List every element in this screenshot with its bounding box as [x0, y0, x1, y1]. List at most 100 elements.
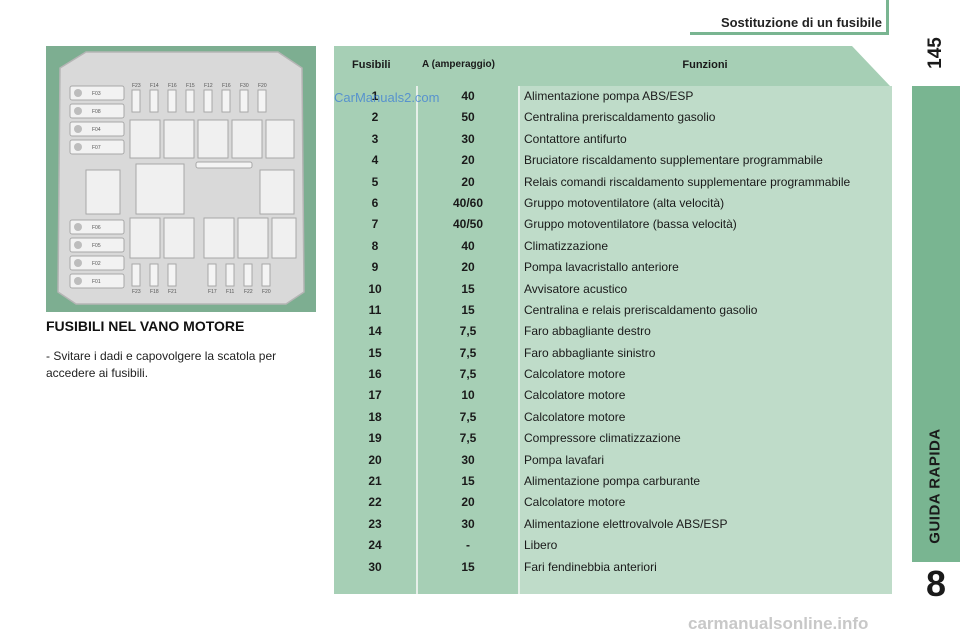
fuse-label-top: F12: [204, 83, 213, 89]
amperage-cell: 10: [461, 388, 475, 403]
column-amperage-bg: [418, 86, 518, 594]
fuse-label-left: F08: [92, 109, 101, 115]
function-cell: Libero: [524, 538, 558, 553]
function-cell: Fari fendinebbia anteriori: [524, 559, 657, 574]
fuse-label-left: F07: [92, 145, 101, 151]
chapter-number: 8: [925, 563, 947, 604]
function-cell: Alimentazione pompa carburante: [524, 474, 701, 489]
table-row: 23 30 Alimentazione elettrovalvole ABS/ESP: [334, 514, 892, 535]
amperage-cell: 20: [461, 174, 475, 189]
fuse-label-top: F16: [168, 83, 177, 89]
fuse-label-top: F15: [186, 83, 195, 89]
fuse-label-bottom: F21: [168, 289, 177, 295]
amperage-cell: 20: [461, 153, 475, 168]
fuse-number-cell: 23: [368, 516, 382, 531]
amperage-cell: 30: [461, 131, 475, 146]
function-cell: Avvisatore acustico: [524, 281, 628, 296]
amperage-cell: 7,5: [459, 409, 477, 424]
fuse-number-cell: 20: [368, 452, 382, 467]
amperage-cell: 7,5: [459, 324, 477, 339]
header-rule: [690, 32, 886, 35]
function-cell: Alimentazione elettrovalvole ABS/ESP: [524, 516, 728, 531]
chapter-sidebar: [912, 86, 960, 562]
fuse-number-cell: 5: [371, 174, 379, 189]
page-header-title: Sostituzione di un fusibile: [720, 15, 882, 30]
header-fuse: Fusibili: [352, 59, 391, 71]
amperage-cell: 7,5: [459, 367, 477, 382]
fuse-number-cell: 4: [371, 153, 379, 168]
fuse-number-cell: 3: [371, 131, 379, 146]
amperage-cell: 15: [461, 559, 475, 574]
fuse-label-bottom: F23: [132, 289, 141, 295]
fuse-box-illustration: F23 F14 F16 F15 F12 F16 F30 F20 F23 F18 …: [46, 46, 316, 312]
fuse-label-bottom: F22: [244, 289, 253, 295]
header-tick: [886, 0, 889, 35]
fuse-label-top: F23: [132, 83, 141, 89]
fuse-number-cell: 10: [368, 281, 382, 296]
fuse-number-cell: 17: [368, 388, 382, 403]
fuse-label-bottom: F18: [150, 289, 159, 295]
function-cell: Faro abbagliante destro: [524, 324, 651, 339]
watermark-bottom: carmanualsonline.info: [688, 614, 869, 633]
fuse-number-cell: 6: [371, 195, 379, 210]
bottom-fuse-slots: [131, 263, 271, 287]
top-fuse-slots: [131, 89, 267, 113]
fuse-label-left: F05: [92, 243, 101, 249]
amperage-cell: 40: [461, 89, 475, 103]
fuse-number-cell: 1: [371, 89, 379, 103]
fuse-number-cell: 16: [368, 367, 382, 382]
chapter-title: GUIDA RAPIDA: [926, 428, 944, 544]
fuse-label-left: F01: [92, 279, 101, 285]
fuse-number-cell: 9: [371, 260, 379, 275]
table-row: 14 7,5 Faro abbagliante destro: [334, 321, 892, 342]
fuse-label-top: F16: [222, 83, 231, 89]
fuse-label-top: F30: [240, 83, 249, 89]
section-body: - Svitare i dadi e capovolgere la scatol…: [46, 349, 277, 380]
amperage-cell: 50: [461, 110, 475, 125]
amperage-cell: 40/60: [452, 195, 484, 210]
fuse-box-drawing: F23 F14 F16 F15 F12 F16 F30 F20 F23 F18 …: [57, 51, 305, 305]
fuse-label-bottom: F11: [226, 289, 234, 295]
function-cell: Gruppo motoventilatore (bassa velocità): [524, 217, 737, 232]
function-cell: Centralina e relais preriscaldamento gas…: [524, 302, 758, 317]
fuse-label-bottom: F17: [208, 289, 217, 295]
fuse-number-cell: 22: [368, 495, 382, 510]
fuse-label-left: F04: [92, 127, 101, 133]
fuse-number-cell: 8: [371, 238, 379, 253]
table-row: 10 15 Avvisatore acustico: [334, 279, 892, 300]
amperage-cell: 15: [461, 281, 475, 296]
amperage-cell: 40/50: [452, 217, 484, 232]
amperage-cell: 30: [461, 452, 475, 467]
fuse-label-top: F20: [258, 83, 267, 89]
function-cell: Compressore climatizzazione: [524, 431, 681, 446]
amperage-cell: 7,5: [459, 345, 477, 360]
table-row: 7 40/50 Gruppo motoventilatore (bassa velo…: [334, 214, 892, 235]
fuse-number-cell: 18: [368, 409, 382, 424]
fuse-number-cell: 15: [368, 345, 382, 360]
fuse-number-cell: 14: [368, 324, 382, 339]
fuse-number-cell: 2: [371, 110, 379, 125]
fuse-number-cell: 7: [371, 217, 379, 232]
function-cell: Calcolatore motore: [524, 367, 626, 382]
amperage-cell: 15: [461, 474, 475, 489]
header-amperage: A (amperaggio): [422, 59, 495, 70]
amperage-cell: 30: [461, 516, 475, 531]
table-row: 16 7,5 Calcolatore motore: [334, 364, 892, 385]
